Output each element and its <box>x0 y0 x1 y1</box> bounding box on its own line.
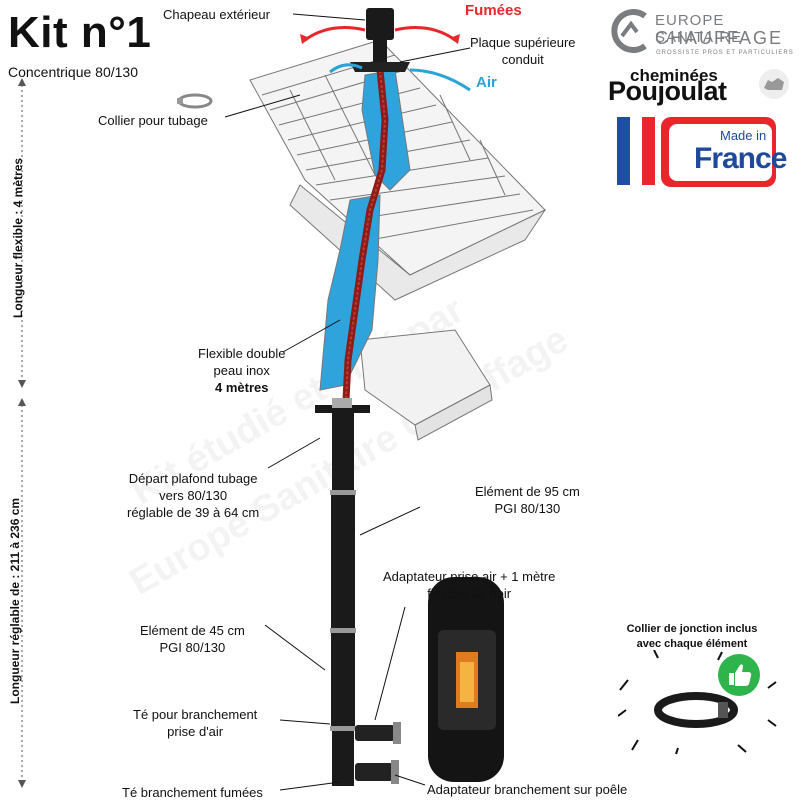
top-plate <box>350 62 410 72</box>
stove-pipe <box>330 413 356 786</box>
chapeau-cap <box>366 8 394 40</box>
esc-brand-line3: GROSSISTE PROS ET PARTICULIERS <box>656 50 794 56</box>
ceiling-plate <box>315 405 370 413</box>
air-label: Air <box>476 74 497 91</box>
adjustable-length-label: Longueur réglable de : 211 à 236 cm <box>8 497 22 704</box>
collar-junction-image <box>618 650 777 755</box>
poujoulat-line1: cheminées <box>630 66 718 85</box>
adaptateur-poele-label: Adaptateur branchement sur poêle <box>427 782 628 797</box>
chapeau-label: Chapeau extérieur <box>163 7 270 22</box>
fumes-arrows <box>304 26 456 42</box>
leader-lines <box>224 13 471 791</box>
fumes-label: Fumées <box>465 2 522 19</box>
made-in-france-badge <box>661 117 776 187</box>
ceiling-slab <box>359 329 493 441</box>
dog-icon <box>759 69 789 99</box>
collar-tubage-image <box>177 93 213 109</box>
collier-tubage-label: Collier pour tubage <box>98 113 208 128</box>
page-title: Kit n°1 <box>8 8 152 57</box>
esc-brand-line1: EUROPE SANITAIRE <box>655 12 743 46</box>
esc-logo-icon <box>611 9 647 53</box>
france-text: France <box>694 142 787 175</box>
esc-brand-line2: CHAUFFAGE <box>655 28 784 48</box>
air-arrows <box>329 63 471 92</box>
te-fumees-label: Té branchement fumées <box>122 785 263 800</box>
poujoulat-line2: Poujoulat <box>608 76 727 106</box>
stove <box>428 577 504 782</box>
france-flag-icon <box>617 117 655 185</box>
flexible-length-label: Longueur flexible : 4 mètres <box>11 157 25 318</box>
thumbs-up-icon <box>718 654 760 696</box>
made-in-text: Made in <box>720 128 767 143</box>
tee-air <box>355 725 395 741</box>
tee-fumes <box>355 763 393 781</box>
page-subtitle: Concentrique 80/130 <box>8 64 138 80</box>
